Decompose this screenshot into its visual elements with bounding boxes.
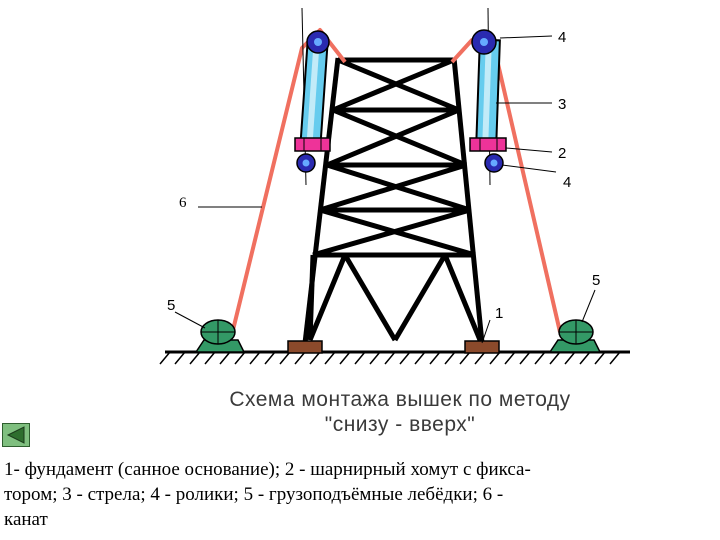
label-5-right: 5 — [592, 272, 600, 289]
leader-lines — [174, 35, 596, 344]
back-nav-button[interactable] — [2, 423, 30, 447]
tower-frame — [302, 57, 485, 344]
triangle-left-icon — [6, 426, 25, 444]
clamp-right — [469, 137, 507, 152]
clamp-left — [294, 137, 331, 152]
boom-left — [294, 7, 331, 186]
label-2: 2 — [558, 145, 566, 162]
label-4-low: 4 — [563, 174, 571, 191]
foundation-left — [287, 340, 323, 354]
label-6: 6 — [179, 195, 187, 211]
legend-text: 1- фундамент (санное основание); 2 - шар… — [4, 457, 716, 532]
legend-line-2: тором; 3 - стрела; 4 - ролики; 5 - грузо… — [4, 484, 504, 505]
tower-erection-diagram: 4 3 2 4 6 5 5 1 — [159, 7, 630, 365]
label-1: 1 — [495, 305, 503, 322]
winch-left — [194, 319, 246, 353]
label-4-top: 4 — [558, 29, 566, 46]
label-3: 3 — [558, 96, 566, 113]
diagram-subtitle: "снизу - вверх" — [324, 413, 476, 436]
ground — [159, 350, 630, 365]
foundation-right — [464, 340, 500, 354]
boom-right — [469, 7, 507, 186]
rope — [231, 28, 562, 333]
legend-line-3: канат — [4, 509, 48, 530]
diagram-title: Схема монтажа вышек по методу — [229, 388, 571, 411]
winch-right — [548, 319, 602, 353]
legend-line-1: 1- фундамент (санное основание); 2 - шар… — [4, 459, 531, 480]
label-5-left: 5 — [167, 297, 175, 314]
